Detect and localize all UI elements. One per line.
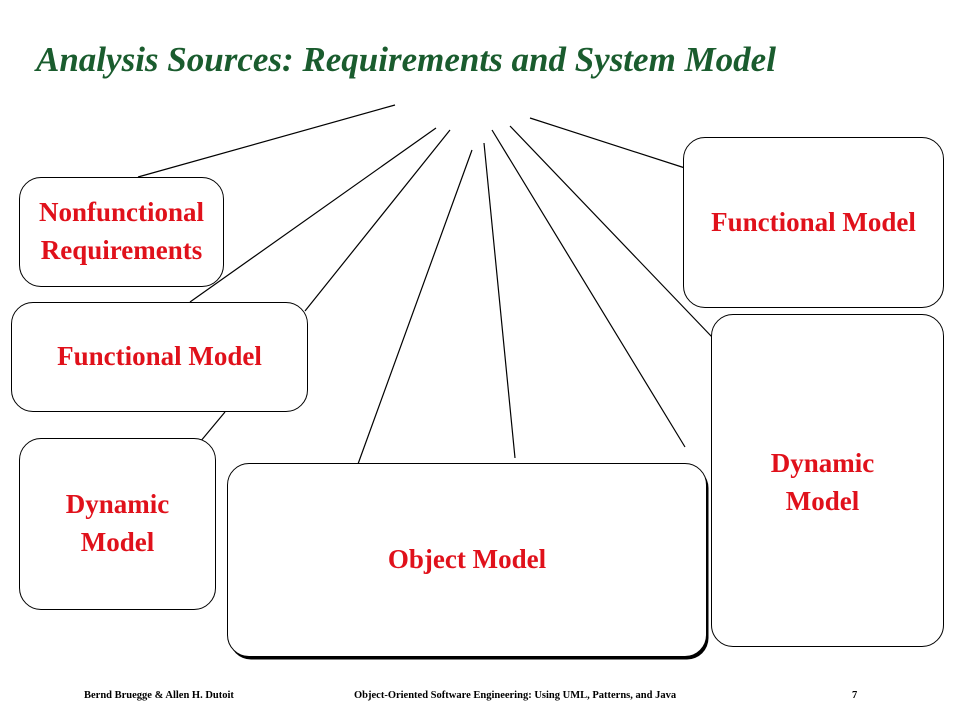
- box-object-model: Object Model: [227, 463, 707, 657]
- dynamic-right-label-line2: Model: [785, 485, 860, 516]
- box-nonfunctional-requirements: Nonfunctional Requirements: [19, 177, 224, 287]
- functional-left-label: Functional Model: [57, 341, 262, 372]
- box-functional-model-left: Functional Model: [11, 302, 308, 412]
- connector-nonfunctional: [137, 104, 396, 178]
- slide-title: Analysis Sources: Requirements and Syste…: [36, 40, 776, 79]
- footer-page-number: 7: [852, 690, 858, 701]
- connector-dynamic-left: [199, 411, 226, 443]
- dynamic-left-label-line1: Dynamic: [65, 489, 170, 520]
- footer-authors: Bernd Bruegge & Allen H. Dutoit: [84, 690, 234, 701]
- dynamic-right-label-line1: Dynamic: [770, 448, 875, 478]
- connector-functional-left-b: [304, 129, 451, 312]
- box-functional-model-right: Functional Model: [683, 137, 944, 308]
- connector-dynamic-right: [509, 125, 713, 338]
- box-dynamic-model-right: Dynamic Model: [711, 314, 944, 647]
- connector-functional-right: [529, 117, 686, 169]
- functional-right-label: Functional Model: [711, 206, 916, 237]
- nonfunctional-label-line1: Nonfunctional: [38, 197, 205, 228]
- connector-object-b: [483, 142, 516, 459]
- connector-object-c: [491, 129, 686, 448]
- connector-object-a: [357, 149, 473, 465]
- box-dynamic-model-left: Dynamic Model: [19, 438, 216, 610]
- connector-functional-left-a: [189, 127, 437, 303]
- object-model-label: Object Model: [387, 544, 547, 575]
- footer-book-title: Object-Oriented Software Engineering: Us…: [354, 690, 677, 701]
- nonfunctional-label-line2: Requirements: [40, 235, 203, 265]
- dynamic-left-label-line2: Model: [80, 527, 155, 557]
